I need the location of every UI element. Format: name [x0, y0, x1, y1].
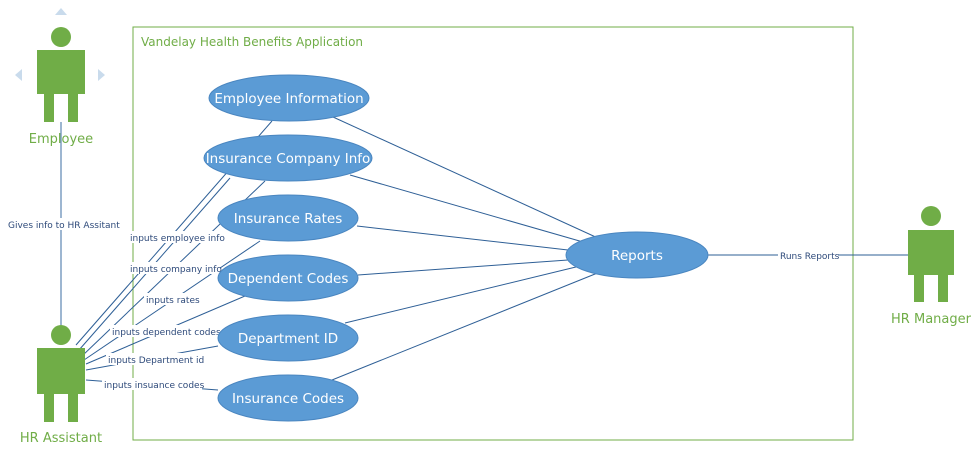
- use-case-label: Insurance Rates: [234, 211, 343, 227]
- actor-hr-assistant[interactable]: HR Assistant: [20, 325, 102, 446]
- actor-figure-icon: [37, 325, 85, 422]
- use-case-label: Reports: [611, 248, 663, 264]
- system-title: Vandelay Health Benefits Application: [141, 35, 363, 49]
- actor-label: Employee: [29, 132, 93, 147]
- actor-hr-manager[interactable]: HR Manager: [891, 206, 972, 327]
- edge-label-runs-reports: Runs Reports: [780, 252, 840, 262]
- actor-employee[interactable]: Employee: [29, 27, 93, 147]
- use-case-insurance-codes[interactable]: Insurance Codes: [217, 374, 359, 422]
- handle-top-icon[interactable]: [55, 8, 67, 15]
- use-case-label: Dependent Codes: [228, 271, 349, 287]
- selection-handles[interactable]: [15, 8, 105, 81]
- handle-left-icon[interactable]: [15, 69, 22, 81]
- use-case-insurance-rates[interactable]: Insurance Rates: [217, 194, 359, 242]
- use-case-insurance-company-info[interactable]: Insurance Company Info: [203, 134, 373, 182]
- link-insurance-codes-reports[interactable]: [331, 271, 601, 381]
- use-case-employee-information[interactable]: Employee Information: [208, 74, 370, 122]
- edge-label-gives-info: Gives info to HR Assitant: [8, 221, 120, 231]
- link-employee-info-reports[interactable]: [332, 116, 601, 240]
- edge-label-inputs-rates: inputs rates: [146, 296, 200, 306]
- link-dependent-codes-reports[interactable]: [357, 259, 569, 276]
- edge-label-bg: [102, 378, 202, 390]
- actor-label: HR Assistant: [20, 431, 102, 446]
- edge-label-inputs-company-info: inputs company info: [130, 265, 222, 275]
- use-case-label: Employee Information: [214, 91, 363, 107]
- edge-label-bg: [128, 231, 222, 243]
- edge-label-bg: [110, 325, 218, 337]
- use-case-dependent-codes[interactable]: Dependent Codes: [217, 254, 359, 302]
- edge-label-inputs-insurance-codes: inputs insuance codes: [104, 381, 205, 391]
- actor-figure-icon: [908, 206, 954, 302]
- edge-label-bg: [778, 249, 838, 261]
- use-case-label: Insurance Codes: [232, 391, 344, 407]
- handle-right-icon[interactable]: [98, 69, 105, 81]
- link-company-info-reports[interactable]: [349, 174, 591, 245]
- edge-label-bg: [106, 353, 202, 365]
- use-case-reports[interactable]: Reports: [565, 231, 709, 279]
- edge-label-bg: [6, 218, 116, 230]
- actor-label: HR Manager: [891, 312, 972, 327]
- edge-label-bg: [144, 293, 200, 305]
- edge-label-inputs-dependent-codes: inputs dependent codes: [112, 328, 221, 338]
- use-case-label: Department ID: [238, 331, 338, 347]
- use-case-label: Insurance Company Info: [206, 151, 371, 167]
- link-department-id-reports[interactable]: [344, 265, 581, 324]
- use-case-department-id[interactable]: Department ID: [217, 314, 359, 362]
- edge-label-bg: [128, 262, 220, 274]
- edge-label-inputs-department-id: inputs Department id: [108, 356, 204, 366]
- edge-label-inputs-employee-info: inputs employee info: [130, 234, 225, 244]
- link-rates-reports[interactable]: [356, 225, 569, 251]
- actor-figure-icon: [37, 27, 85, 122]
